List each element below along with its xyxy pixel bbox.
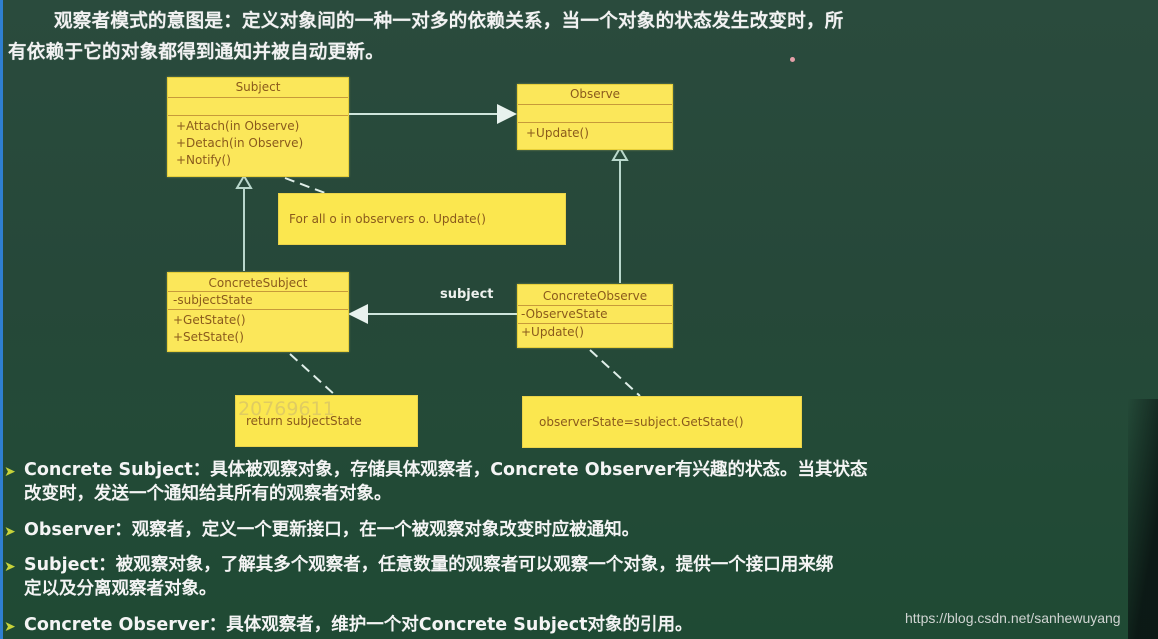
class-concrete-observe-operations: +Update() — [518, 324, 672, 341]
attribute-observestate: -ObserveState — [521, 307, 608, 321]
operation-getstate: +GetState() — [173, 313, 246, 327]
class-concrete-subject: ConcreteSubject -subjectState +GetState(… — [167, 272, 349, 352]
class-concrete-observe: ConcreteObserve -ObserveState +Update() — [517, 284, 673, 348]
bullet-observer-line1: Observer：观察者，定义一个更新接口，在一个被观察对象改变时应被通知。 — [24, 520, 640, 540]
bullet-concrete-subject: ➤ Concrete Subject：具体被观察对象，存储具体观察者，Concr… — [4, 458, 1024, 506]
bullet-concrete-subject-line2: 改变时，发送一个通知给其所有的观察者对象。 — [24, 484, 392, 504]
bullet-arrow-icon: ➤ — [4, 559, 16, 575]
note-notify: For all o in observers o. Update() — [278, 193, 566, 245]
source-url-watermark: https://blog.csdn.net/sanhewuyang — [905, 610, 1121, 626]
class-subject-operations: +Attach(in Observe) +Detach(in Observe) … — [168, 116, 348, 169]
class-concrete-observe-name: ConcreteObserve — [518, 285, 672, 306]
watermark-number: 20769611 — [238, 398, 335, 420]
class-concrete-subject-attributes: -subjectState — [168, 292, 348, 310]
pointer-dot — [790, 57, 795, 62]
class-observe: Observe +Update() — [517, 84, 673, 150]
bullet-observer: ➤ Observer：观察者，定义一个更新接口，在一个被观察对象改变时应被通知。 — [4, 518, 1024, 542]
intro-text: 观察者模式的意图是：定义对象间的一种一对多的依赖关系，当一个对象的状态发生改变时… — [8, 6, 1108, 68]
inheritance-arrow-observe — [611, 146, 629, 161]
left-edge-bar — [0, 0, 3, 639]
bullet-arrow-icon: ➤ — [4, 619, 16, 635]
class-subject-name: Subject — [168, 78, 348, 98]
operation-update-concrete: +Update() — [521, 325, 584, 339]
class-observe-attributes — [518, 105, 672, 123]
class-subject: Subject +Attach(in Observe) +Detach(in O… — [167, 77, 349, 177]
class-observe-name: Observe — [518, 85, 672, 105]
class-concrete-subject-name: ConcreteSubject — [168, 273, 348, 292]
class-observe-operations: +Update() — [518, 123, 672, 142]
intro-line-2: 有依赖于它的对象都得到通知并被自动更新。 — [8, 42, 385, 63]
bullet-subject-line1: Subject：被观察对象，了解其多个观察者，任意数量的观察者可以观察一个对象，… — [24, 555, 834, 575]
bullet-arrow-icon: ➤ — [4, 464, 16, 480]
operation-attach: +Attach(in Observe) — [176, 119, 300, 133]
bullet-arrow-icon: ➤ — [4, 524, 16, 540]
attribute-subjectstate: -subjectState — [173, 293, 253, 307]
corner-shadow — [1128, 399, 1158, 639]
note-update: observerState=subject.GetState() — [522, 396, 802, 448]
inheritance-arrow-subject — [235, 174, 253, 189]
note-getstate: return subjectState — [235, 395, 418, 447]
bullet-subject: ➤ Subject：被观察对象，了解其多个观察者，任意数量的观察者可以观察一个对… — [4, 553, 1024, 601]
bullet-concrete-subject-line1: Concrete Subject：具体被观察对象，存储具体观察者，Concret… — [24, 460, 868, 480]
operation-setstate: +SetState() — [173, 330, 244, 344]
bullet-subject-line2: 定以及分离观察者对象。 — [24, 579, 217, 599]
bullet-concrete-observer-line1: Concrete Observer：具体观察者，维护一个对Concrete Su… — [24, 615, 693, 635]
bullet-concrete-observer: ➤ Concrete Observer：具体观察者，维护一个对Concrete … — [4, 613, 1024, 637]
operation-notify: +Notify() — [176, 153, 231, 167]
class-concrete-subject-operations: +GetState() +SetState() — [168, 310, 348, 346]
association-label: subject — [440, 287, 494, 302]
class-concrete-observe-attributes: -ObserveState — [518, 306, 672, 324]
intro-line-1: 观察者模式的意图是：定义对象间的一种一对多的依赖关系，当一个对象的状态发生改变时… — [54, 11, 844, 32]
class-subject-attributes — [168, 98, 348, 116]
operation-update: +Update() — [526, 126, 589, 140]
operation-detach: +Detach(in Observe) — [176, 136, 304, 150]
